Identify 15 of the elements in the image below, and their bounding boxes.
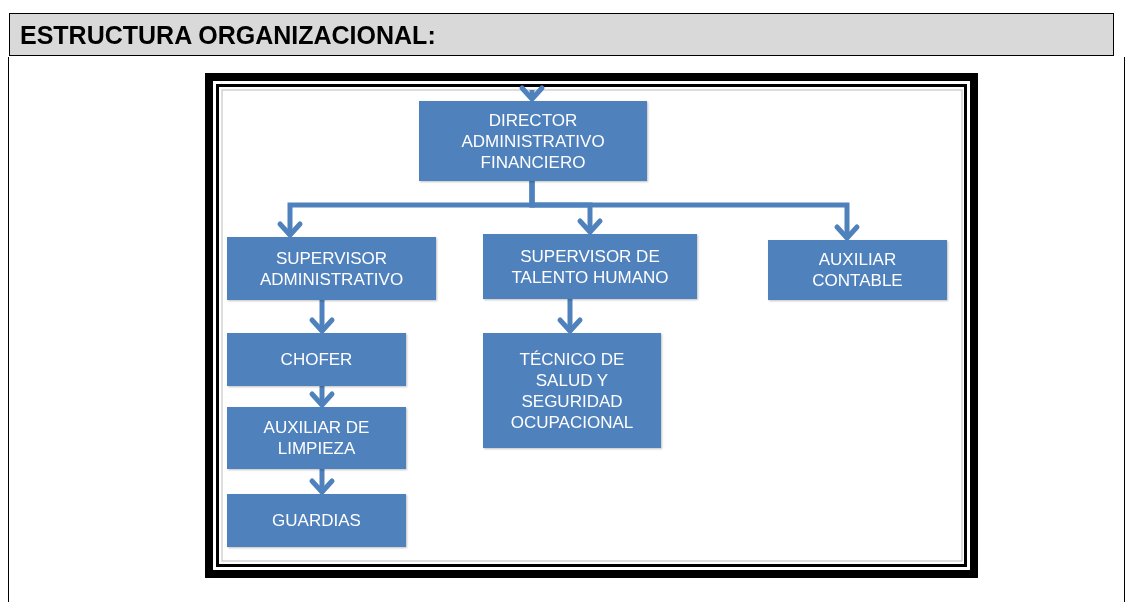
position-box: CHOFER [227, 333, 406, 386]
arrow [309, 300, 335, 334]
title-bar: ESTRUCTURA ORGANIZACIONAL: [9, 13, 1114, 56]
arrow [529, 181, 860, 241]
arrow [309, 386, 335, 408]
position-box: DIRECTOR ADMINISTRATIVO FINANCIERO [419, 101, 647, 181]
position-box: AUXILIAR DE LIMPIEZA [227, 407, 406, 469]
arrow [309, 469, 335, 495]
position-box: AUXILIAR CONTABLE [768, 240, 947, 300]
position-box: SUPERVISOR DE TALENTO HUMANO [483, 234, 697, 299]
position-box: SUPERVISOR ADMINISTRATIVO [227, 237, 436, 300]
arrow [519, 85, 545, 102]
arrow [557, 299, 583, 334]
position-box: GUARDIAS [227, 494, 406, 547]
position-box: TÉCNICO DE SALUD Y SEGURIDAD OCUPACIONAL [483, 333, 661, 448]
